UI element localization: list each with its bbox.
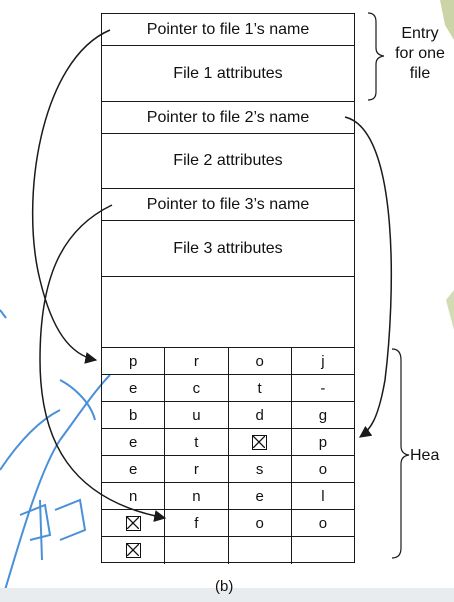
- heap-char: e: [128, 433, 138, 451]
- heap-cell: [229, 537, 292, 564]
- heap-char: n: [128, 487, 138, 505]
- heap-cell: o: [292, 456, 354, 482]
- heap-char: o: [318, 514, 328, 532]
- entry-2-pointer-label: Pointer to file 2’s name: [146, 108, 310, 126]
- heap-cell: o: [292, 510, 354, 536]
- green-deco-mark: [446, 290, 454, 330]
- heap-cell: r: [165, 348, 229, 374]
- crossed-box-icon: [252, 434, 268, 450]
- heap-char: o: [318, 460, 328, 478]
- green-deco-mark: [440, 0, 454, 40]
- heap-cell: [102, 510, 166, 536]
- heap-cell: c: [165, 375, 229, 401]
- heap-char: j: [321, 352, 325, 370]
- heap-char: c: [192, 379, 201, 397]
- empty-region: [102, 277, 354, 348]
- heap-cell: [102, 537, 166, 564]
- heap-cell: p: [102, 348, 166, 374]
- heap-cell: [165, 537, 229, 564]
- heap-char: b: [128, 406, 138, 424]
- heap-cell: o: [229, 348, 292, 374]
- blue-scribble: [0, 309, 7, 319]
- entry-1-attributes-label: File 1 attributes: [173, 64, 283, 82]
- heap-cell: l: [292, 483, 354, 509]
- entry-1-pointer: Pointer to file 1’s name: [102, 14, 354, 46]
- heap-char: -: [320, 379, 326, 397]
- heap-cell: e: [102, 375, 166, 401]
- figure-caption: (b): [215, 578, 234, 595]
- heap-char: o: [255, 352, 264, 370]
- heap-cell: t: [229, 375, 292, 401]
- heap-char: p: [318, 433, 328, 451]
- heap-char: e: [128, 460, 138, 478]
- heap-cell: t: [165, 429, 229, 455]
- heap-cell: n: [165, 483, 229, 509]
- bottom-band: [0, 588, 454, 602]
- entry-brace-label: Entry for one file: [386, 24, 454, 84]
- heap-char: t: [257, 379, 262, 397]
- entry-2-pointer: Pointer to file 2’s name: [102, 102, 354, 134]
- entry-brace-line2: for one: [395, 45, 445, 62]
- heap-cell: -: [292, 375, 354, 401]
- heap-cell: j: [292, 348, 354, 374]
- entry-1-attributes: File 1 attributes: [102, 46, 354, 102]
- heap-row: [102, 537, 354, 564]
- heap-cell: [229, 429, 292, 455]
- entry-3-pointer-label: Pointer to file 3’s name: [146, 195, 310, 213]
- entry-2-attributes: File 2 attributes: [102, 134, 354, 189]
- crossed-box-icon: [125, 543, 141, 558]
- blue-scribble: [0, 409, 61, 471]
- heap-char: r: [193, 352, 199, 370]
- heap-char: s: [255, 460, 264, 478]
- heap-char: u: [192, 406, 201, 424]
- heap-char: o: [255, 514, 264, 532]
- crossed-box-icon: [125, 515, 141, 531]
- heap-cell: n: [102, 483, 166, 509]
- heap-cell: e: [229, 483, 292, 509]
- heap-cell: b: [102, 402, 166, 428]
- heap-char: e: [128, 379, 138, 397]
- heap-char: d: [255, 406, 264, 424]
- heap-char: p: [128, 352, 138, 370]
- heap-char: n: [192, 487, 201, 505]
- heap-cell: g: [292, 402, 354, 428]
- heap-char: f: [194, 514, 199, 532]
- heap-cell: r: [165, 456, 229, 482]
- heap-char: g: [318, 406, 328, 424]
- directory-table: Pointer to file 1’s name File 1 attribut…: [101, 13, 355, 564]
- heap-char: r: [193, 460, 199, 478]
- entry-3-attributes: File 3 attributes: [102, 221, 354, 277]
- heap-char: t: [194, 433, 199, 451]
- heap-cell: o: [229, 510, 292, 536]
- heap-cell: e: [102, 429, 166, 455]
- heap-cell: f: [165, 510, 229, 536]
- entry-brace-line1: Entry: [401, 25, 439, 42]
- heap-brace-label: Hea: [410, 447, 440, 464]
- heap-cell: s: [229, 456, 292, 482]
- heap-char: l: [321, 487, 325, 505]
- heap-cell: d: [229, 402, 292, 428]
- heap-cell: e: [102, 456, 166, 482]
- heap-cell: p: [292, 429, 354, 455]
- entry-2-attributes-label: File 2 attributes: [173, 152, 283, 169]
- entry-3-attributes-label: File 3 attributes: [173, 239, 283, 257]
- entry-3-pointer: Pointer to file 3’s name: [102, 189, 354, 221]
- heap-char: e: [255, 487, 264, 505]
- heap-cell: u: [165, 402, 229, 428]
- heap-cell: [292, 537, 354, 564]
- blue-scribble: [4, 374, 111, 591]
- entry-brace-line3: file: [409, 65, 431, 82]
- entry-1-pointer-label: Pointer to file 1’s name: [146, 20, 310, 38]
